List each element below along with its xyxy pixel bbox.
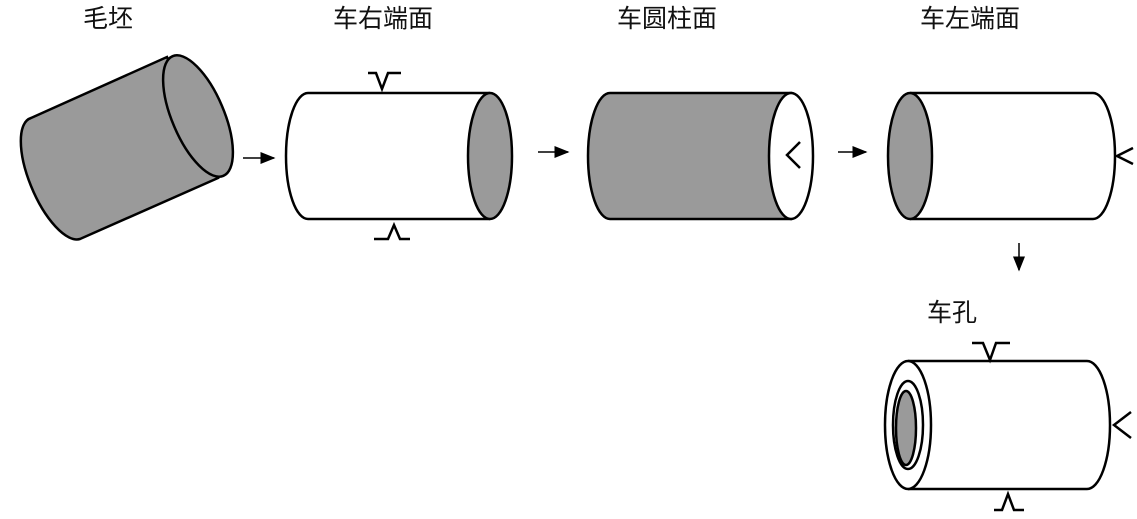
right-face-body bbox=[284, 91, 490, 221]
left-face-body bbox=[910, 91, 1117, 221]
step-label-hole: 车孔 bbox=[927, 298, 978, 327]
right-face-workpiece bbox=[284, 91, 514, 221]
step-label-blank: 毛坯 bbox=[83, 4, 134, 33]
step-label-right-face: 车右端面 bbox=[333, 4, 434, 33]
step-label-cylinder: 车圆柱面 bbox=[617, 4, 718, 33]
roughness-symbol-hole-right bbox=[1111, 411, 1132, 439]
right-face-end bbox=[466, 91, 514, 221]
left-face-end bbox=[886, 91, 934, 221]
cylinder-end-face bbox=[767, 91, 815, 221]
blank-workpiece bbox=[19, 54, 235, 241]
cylinder-workpiece bbox=[586, 91, 815, 221]
blank-end-face bbox=[161, 54, 235, 178]
roughness-symbol-end-face bbox=[785, 141, 801, 169]
roughness-symbol-top bbox=[368, 71, 401, 93]
roughness-symbol-hole-top bbox=[972, 341, 1010, 364]
roughness-symbol-right bbox=[1114, 146, 1134, 166]
hole-bore bbox=[894, 389, 918, 467]
left-face-workpiece bbox=[886, 91, 1117, 221]
roughness-symbol-hole-bottom bbox=[994, 490, 1024, 512]
cylinder-body bbox=[586, 91, 793, 221]
hole-workpiece bbox=[883, 359, 1112, 491]
step-label-left-face: 车左端面 bbox=[920, 4, 1021, 33]
roughness-symbol-bottom bbox=[374, 221, 410, 241]
hole-body bbox=[908, 359, 1112, 491]
